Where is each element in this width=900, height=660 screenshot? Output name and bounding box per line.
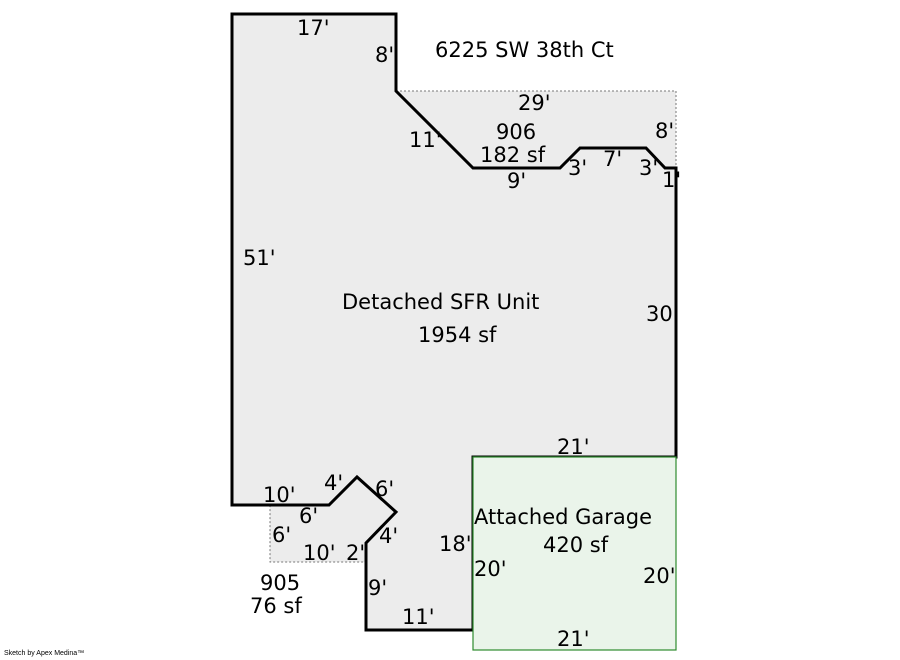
dim-label: 29' (518, 91, 551, 115)
dim-label: 20' (643, 564, 676, 588)
area-905-size: 76 sf (250, 594, 302, 618)
dim-label: 18' (439, 532, 472, 556)
garage-outline (472, 456, 677, 651)
dim-label: 6' (272, 523, 291, 547)
garage-name: Attached Garage (474, 505, 652, 529)
dim-label: 21' (557, 435, 590, 459)
dim-label: 2' (346, 541, 365, 565)
dim-label: 10' (303, 541, 336, 565)
dim-label: 8' (655, 119, 674, 143)
dim-label: 30' (646, 302, 679, 326)
dim-label: 6' (375, 477, 394, 501)
main-area-size: 1954 sf (418, 323, 497, 347)
area-905-code: 905 (260, 571, 300, 595)
dim-label: 11' (409, 128, 442, 152)
area-906-size: 182 sf (480, 143, 546, 167)
dim-label: 4' (324, 471, 343, 495)
dim-label: 17' (297, 16, 330, 40)
area-906 (394, 90, 677, 169)
dim-label: 51' (243, 246, 276, 270)
dim-label: 7' (603, 147, 622, 171)
dim-label: 6' (299, 504, 318, 528)
dim-label: 9' (368, 576, 387, 600)
dim-label: 20' (474, 557, 507, 581)
dim-label: 8' (375, 43, 394, 67)
address-label: 6225 SW 38th Ct (435, 38, 614, 62)
dim-label: 11' (402, 605, 435, 629)
dim-label: 1' (662, 168, 681, 192)
dim-label: 3' (568, 156, 587, 180)
garage-size: 420 sf (543, 533, 609, 557)
dim-label: 10' (263, 483, 296, 507)
dim-label: 4' (379, 524, 398, 548)
dim-label: 9' (507, 169, 526, 193)
sketch-credit: Sketch by Apex Medina™ (4, 650, 85, 657)
main-area-name: Detached SFR Unit (342, 290, 539, 314)
dim-label: 21' (557, 627, 590, 651)
dim-label: 3' (639, 156, 658, 180)
area-906-code: 906 (496, 120, 536, 144)
